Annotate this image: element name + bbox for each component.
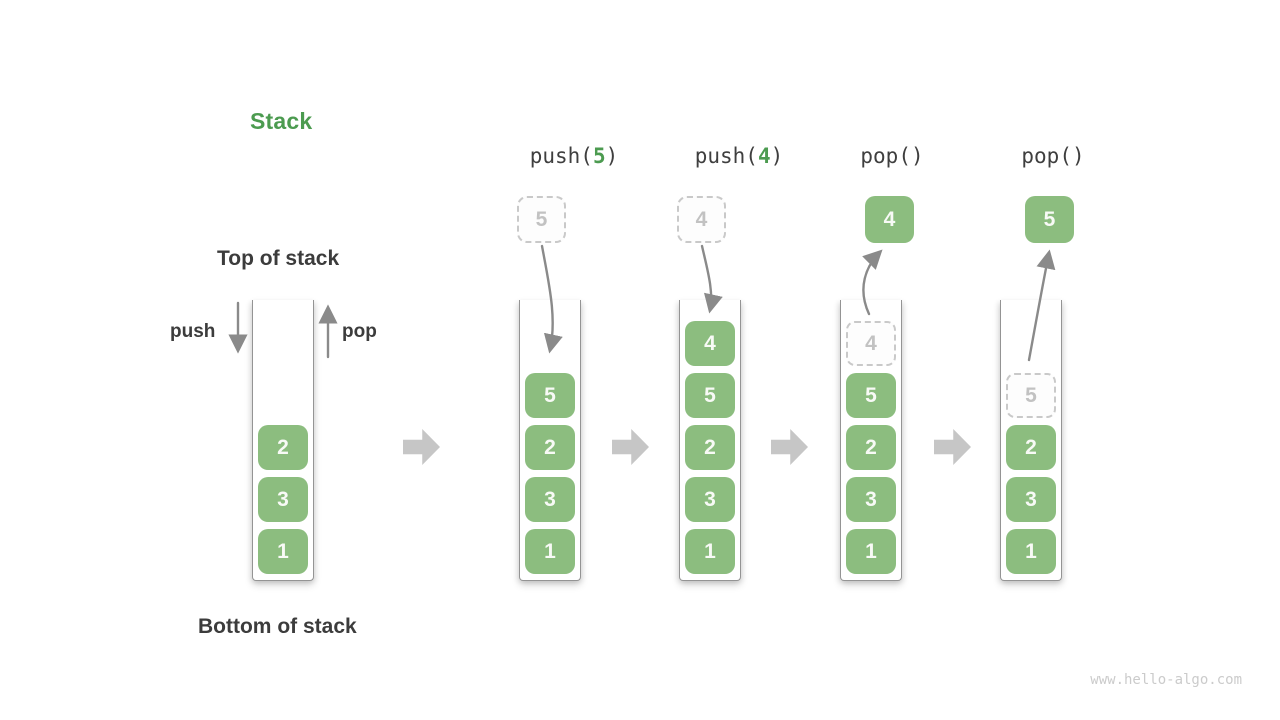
operation-text: push( bbox=[694, 144, 758, 168]
stack-cell: 1 bbox=[1006, 529, 1056, 574]
operation-text: ) bbox=[605, 144, 619, 168]
stack-cell: 2 bbox=[1006, 425, 1056, 470]
step-arrow-icon bbox=[771, 429, 808, 465]
stack-cell: 2 bbox=[685, 425, 735, 470]
operation-text: push( bbox=[529, 144, 593, 168]
diagram-title: Stack bbox=[250, 108, 313, 134]
operation-text: ) bbox=[770, 144, 784, 168]
popped-value-box: 4 bbox=[865, 196, 914, 243]
step-arrow-icon bbox=[612, 429, 649, 465]
operation-label: push(4) bbox=[684, 144, 794, 168]
operation-label: push(5) bbox=[519, 144, 629, 168]
stack-cell: 1 bbox=[685, 529, 735, 574]
stack-cell: 2 bbox=[846, 425, 896, 470]
push-label: push bbox=[170, 321, 216, 342]
stack-cell: 5 bbox=[525, 373, 575, 418]
operation-text: pop() bbox=[860, 144, 924, 168]
stack-cell: 2 bbox=[258, 425, 308, 470]
popped-value-box: 5 bbox=[1025, 196, 1074, 243]
pop-label: pop bbox=[342, 321, 377, 342]
stack-cell: 3 bbox=[525, 477, 575, 522]
stack-cell: 3 bbox=[258, 477, 308, 522]
bottom-of-stack-label: Bottom of stack bbox=[198, 615, 357, 638]
stack-cell-ghost: 4 bbox=[846, 321, 896, 366]
stack-cell: 1 bbox=[525, 529, 575, 574]
incoming-value-box: 4 bbox=[677, 196, 726, 243]
stack-cell: 5 bbox=[846, 373, 896, 418]
operation-argument: 5 bbox=[592, 144, 606, 168]
operation-argument: 4 bbox=[757, 144, 771, 168]
watermark: www.hello-algo.com bbox=[1090, 672, 1242, 688]
stack-cell: 2 bbox=[525, 425, 575, 470]
operation-label: pop() bbox=[998, 144, 1108, 168]
stack-cell: 5 bbox=[685, 373, 735, 418]
stack-cell: 1 bbox=[258, 529, 308, 574]
incoming-value-box: 5 bbox=[517, 196, 566, 243]
top-of-stack-label: Top of stack bbox=[217, 247, 340, 270]
operation-label: pop() bbox=[837, 144, 947, 168]
stack-cell: 3 bbox=[846, 477, 896, 522]
operation-text: pop() bbox=[1021, 144, 1085, 168]
stack-cell: 3 bbox=[685, 477, 735, 522]
stack-cell: 1 bbox=[846, 529, 896, 574]
step-arrow-icon bbox=[403, 429, 440, 465]
stack-cell-ghost: 5 bbox=[1006, 373, 1056, 418]
stack-cell: 4 bbox=[685, 321, 735, 366]
stack-cell: 3 bbox=[1006, 477, 1056, 522]
step-arrow-icon bbox=[934, 429, 971, 465]
